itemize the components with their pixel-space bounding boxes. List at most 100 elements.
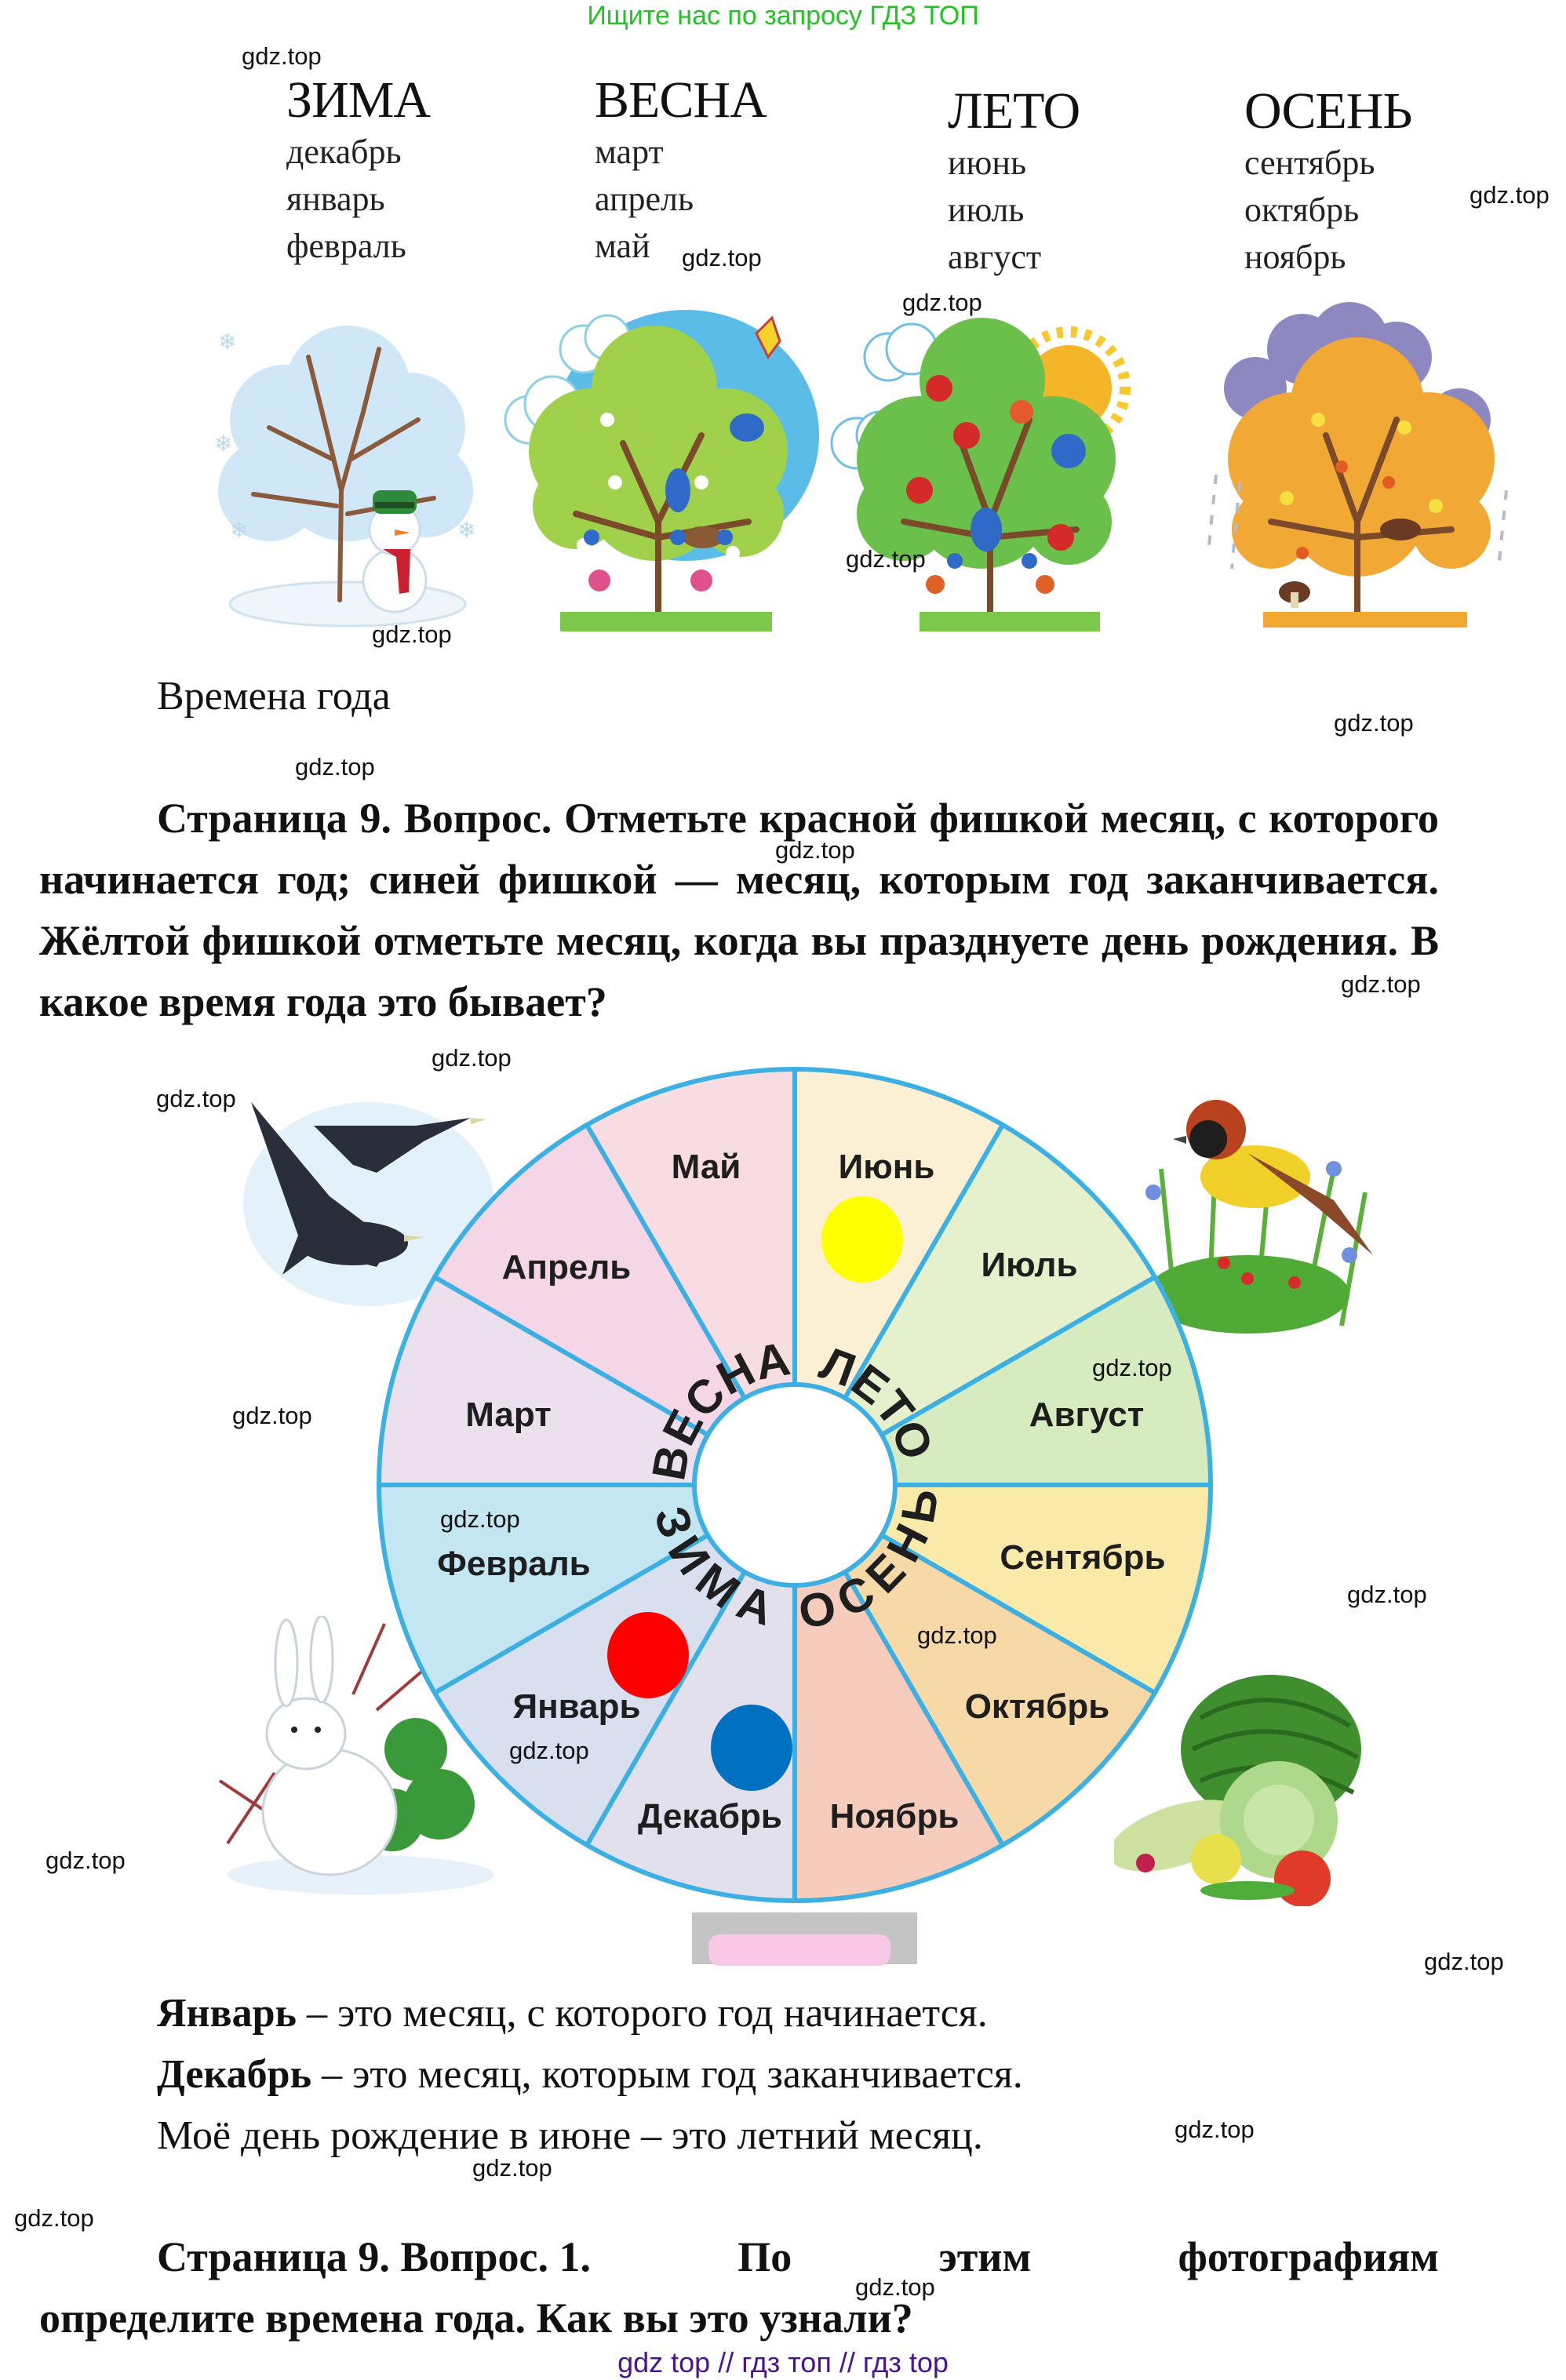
search-banner: Ищите нас по запросу ГДЗ ТОП bbox=[587, 1, 979, 31]
answer-1-rest: – это месяц, с которого год начинается. bbox=[297, 1991, 988, 2036]
rooks-illustration bbox=[243, 1102, 494, 1306]
watermark: gdz.top bbox=[242, 42, 322, 70]
season-winter: ЗИМА декабрь январь февраль bbox=[286, 71, 431, 270]
white-hare-illustration bbox=[218, 1616, 494, 1894]
segment-september bbox=[785, 1483, 1214, 1697]
question-2-part: фотографиям bbox=[1178, 2233, 1439, 2280]
winter-tree-illustration: ❄❄❄❄ bbox=[214, 326, 475, 628]
answer-2-rest: – это месяц, которым год заканчивается. bbox=[311, 2052, 1023, 2097]
label-january: Январь bbox=[512, 1687, 640, 1726]
watermark: gdz.top bbox=[372, 620, 452, 648]
watermark: gdz.top bbox=[855, 2273, 935, 2301]
watermark: gdz.top bbox=[432, 1044, 512, 1072]
watermark: gdz.top bbox=[1334, 709, 1414, 737]
summer-tree-illustration bbox=[830, 318, 1131, 631]
question-2-part: этим bbox=[938, 2233, 1032, 2280]
svg-text:❄: ❄ bbox=[457, 517, 475, 543]
segment-june bbox=[792, 1066, 1007, 1494]
answer-2-bold: Декабрь bbox=[157, 2052, 312, 2097]
month-item: ноябрь bbox=[1244, 238, 1346, 276]
figure-caption: Времена года bbox=[157, 674, 391, 719]
watermark: gdz.top bbox=[1092, 1354, 1172, 1381]
snowman-icon bbox=[362, 490, 428, 613]
season-summer: ЛЕТО июнь июль август bbox=[948, 83, 1080, 281]
question-1-text: Страница 9. Вопрос. Отметьте красной фиш… bbox=[39, 795, 1439, 1025]
label-march: Март bbox=[465, 1396, 552, 1434]
watermark: gdz.top bbox=[1469, 181, 1550, 209]
svg-text:❄: ❄ bbox=[218, 329, 236, 355]
month-item: сентябрь bbox=[1244, 144, 1375, 182]
label-august: Август bbox=[1029, 1396, 1145, 1434]
segment-march bbox=[376, 1273, 804, 1487]
segment-december bbox=[583, 1476, 797, 1904]
season-title: ЗИМА bbox=[286, 71, 431, 129]
bird-in-grass-illustration bbox=[1145, 1100, 1373, 1334]
bird-icon bbox=[1173, 1100, 1373, 1255]
wheel-stand-slot bbox=[708, 1934, 890, 1966]
watermark: gdz.top bbox=[46, 1847, 126, 1874]
label-february: Февраль bbox=[437, 1545, 590, 1583]
label-june: Июнь bbox=[839, 1148, 935, 1186]
answer-1-bold: Январь bbox=[157, 1991, 297, 2036]
answer-line-2: Декабрь – это месяц, которым год заканчи… bbox=[157, 2051, 1023, 2098]
month-item: март bbox=[595, 133, 664, 171]
watermark: gdz.top bbox=[682, 244, 762, 271]
watermark: gdz.top bbox=[14, 2204, 94, 2232]
label-december: Декабрь bbox=[638, 1797, 782, 1836]
autumn-tree-illustration bbox=[1207, 302, 1508, 628]
label-may: Май bbox=[672, 1148, 741, 1186]
watermark: gdz.top bbox=[440, 1505, 520, 1533]
svg-text:❄: ❄ bbox=[230, 517, 248, 543]
segment-july bbox=[788, 1121, 1159, 1492]
season-autumn: ОСЕНЬ сентябрь октябрь ноябрь bbox=[1244, 83, 1412, 281]
watermark: gdz.top bbox=[775, 836, 855, 864]
watermark: gdz.top bbox=[1347, 1581, 1427, 1608]
label-july: Июль bbox=[981, 1246, 1077, 1284]
watermark: gdz.top bbox=[1341, 970, 1421, 998]
segment-november bbox=[792, 1476, 1007, 1904]
watermark: gdz.top bbox=[156, 1085, 236, 1112]
segment-april bbox=[431, 1121, 802, 1492]
question-2-part: По bbox=[737, 2233, 792, 2280]
red-chip[interactable] bbox=[607, 1612, 689, 1698]
label-april: Апрель bbox=[502, 1248, 632, 1286]
mushroom-icon bbox=[1279, 581, 1310, 608]
question-2-part: Страница 9. Вопрос. 1. bbox=[157, 2233, 591, 2280]
watermark: gdz.top bbox=[1174, 2116, 1255, 2143]
watermark: gdz.top bbox=[917, 1621, 997, 1649]
season-title: ВЕСНА bbox=[595, 71, 767, 129]
segment-february bbox=[376, 1483, 804, 1697]
butterfly-icon bbox=[755, 315, 781, 359]
hare-icon bbox=[261, 1616, 398, 1876]
month-item: июль bbox=[948, 191, 1025, 229]
month-item: апрель bbox=[595, 180, 694, 218]
watermark: gdz.top bbox=[509, 1737, 589, 1764]
tomato-icon bbox=[1274, 1851, 1331, 1906]
month-item: январь bbox=[286, 180, 385, 218]
month-item: май bbox=[595, 227, 650, 265]
segment-october bbox=[788, 1478, 1159, 1849]
watermark: gdz.top bbox=[902, 289, 982, 316]
question-2-line-1: Страница 9. Вопрос. 1. По этим фотографи… bbox=[157, 2226, 1439, 2287]
apple-icon bbox=[906, 375, 1074, 551]
segment-may bbox=[583, 1066, 797, 1494]
month-item: октябрь bbox=[1244, 191, 1360, 229]
season-spring: ВЕСНА март апрель май bbox=[595, 72, 767, 270]
calendar-wheel: Июнь Июль Август Сентябрь Октябрь Ноябрь… bbox=[376, 1066, 1214, 1966]
month-item: август bbox=[948, 238, 1042, 276]
apple-icon bbox=[1191, 1834, 1241, 1884]
question-1: Страница 9. Вопрос. Отметьте красной фиш… bbox=[39, 788, 1439, 1032]
watermark: gdz.top bbox=[295, 753, 375, 781]
label-november: Ноябрь bbox=[830, 1797, 960, 1836]
question-2-line-2: определите времена года. Как вы это узна… bbox=[39, 2294, 913, 2342]
blue-chip[interactable] bbox=[711, 1705, 792, 1791]
spring-tree-illustration bbox=[504, 310, 819, 631]
yellow-chip[interactable] bbox=[821, 1196, 903, 1283]
month-item: июнь bbox=[948, 144, 1027, 182]
vegetables-illustration bbox=[1114, 1675, 1361, 1906]
label-october: Октябрь bbox=[965, 1687, 1110, 1726]
footer-links[interactable]: gdz top // гдз топ // гдз top bbox=[617, 2346, 949, 2378]
answer-line-1: Январь – это месяц, с которого год начин… bbox=[157, 1990, 988, 2037]
label-september: Сентябрь bbox=[1000, 1538, 1165, 1577]
month-item: декабрь bbox=[286, 133, 402, 171]
